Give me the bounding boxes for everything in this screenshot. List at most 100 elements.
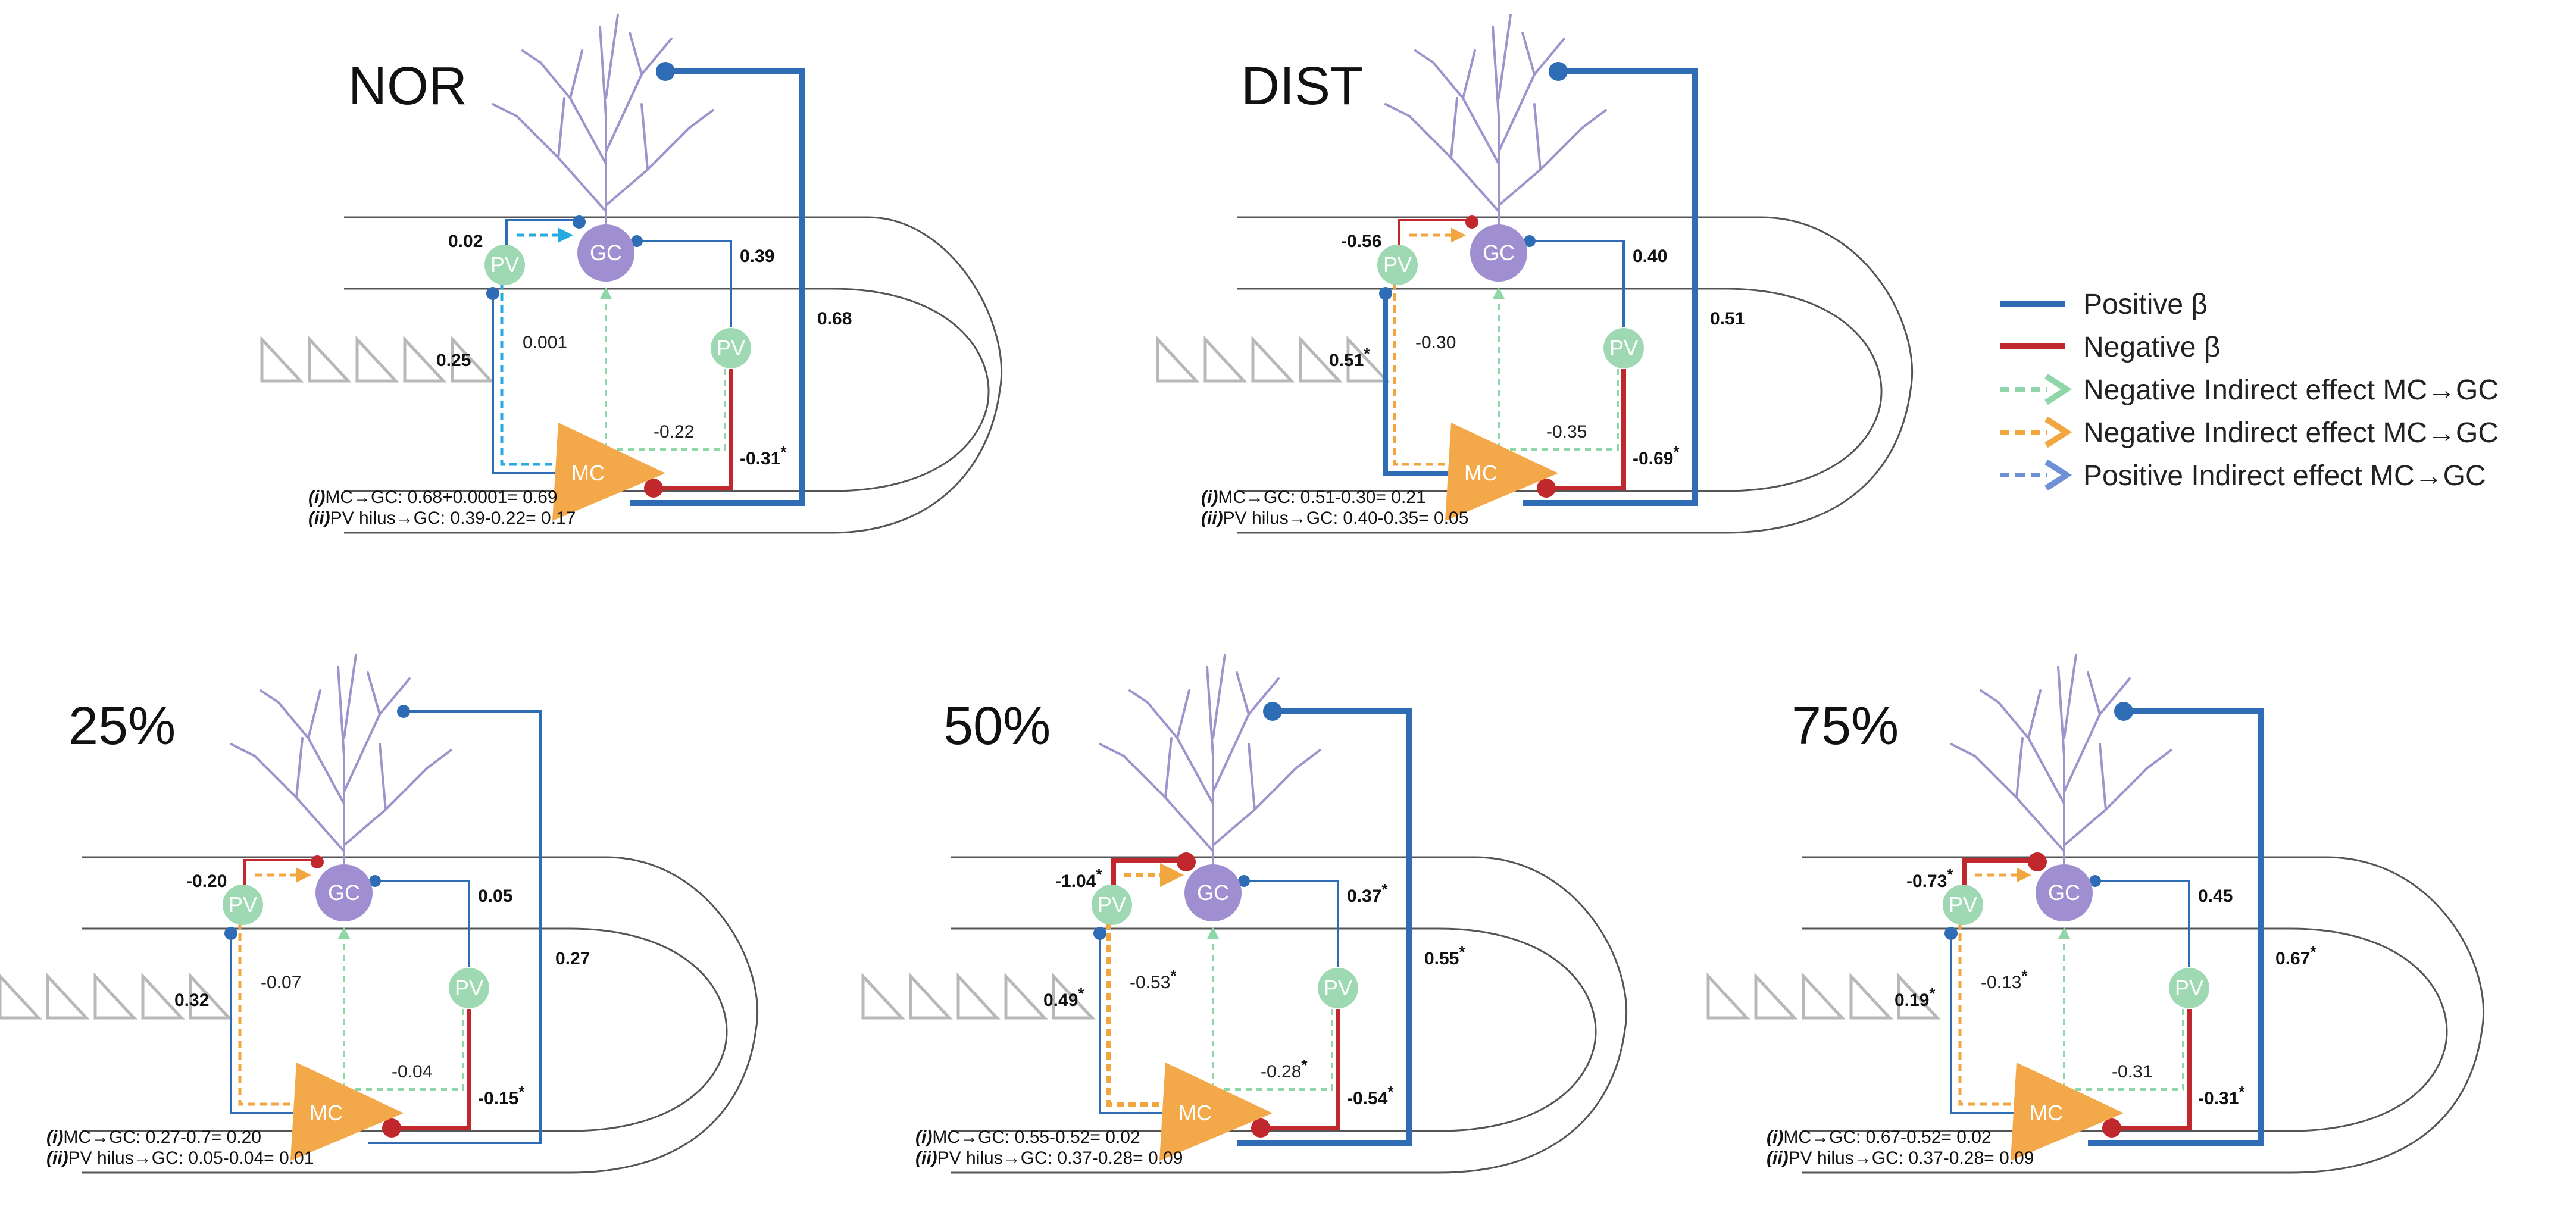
footnote-mc-gc: (i)MC→GC: 0.68+0.0001= 0.69: [308, 488, 558, 507]
dendrite-branch: [599, 26, 607, 230]
indirect-path-mc-pvhilus: [2064, 1009, 2184, 1091]
dendrite-branch: [307, 689, 321, 739]
path-mc-to-gc: [1523, 68, 1698, 506]
indirect-path-mc-pvhilus: [1213, 1009, 1333, 1091]
path-mc-pvhilus: [654, 369, 733, 490]
coef-mc-pvhilus-significance-star: *: [518, 1083, 525, 1101]
synapse-mc-pv: [1944, 927, 1958, 940]
coef-indirect-left-significance-star: *: [2021, 967, 2028, 985]
footnote-index-close: ): [930, 1148, 937, 1168]
legend-negative: Negative β: [2000, 332, 2220, 363]
dendrite-branch: [1295, 749, 1321, 769]
gc-node: [1184, 864, 1242, 921]
coef-indirect-left: -0.07: [261, 973, 301, 992]
footnote-index: (: [46, 1127, 54, 1147]
footnote-index-num: ii: [1772, 1148, 1783, 1168]
outer-granule-boundary: [1802, 856, 2485, 1174]
triangle-marker: [451, 335, 495, 383]
synapse-mc-gc: [656, 62, 675, 81]
pv-hilus-label: PV: [1609, 336, 1638, 360]
coef-mc-pv: 0.25: [436, 351, 471, 370]
mc-label: MC: [310, 1101, 343, 1125]
coef-indirect-left: -0.13*: [1981, 967, 2028, 992]
coef-mc-gc: 0.67*: [2275, 943, 2316, 968]
dendrite-branch: [605, 38, 673, 153]
triangle-marker: [403, 335, 447, 383]
coef-pv-gc-significance-star: *: [1096, 866, 1102, 883]
triangle-marker: [0, 974, 42, 1020]
synapse-mc-pvhilus: [2102, 1118, 2121, 1138]
dentate-layer-lines: [951, 856, 1628, 1174]
dendrite-branch: [2027, 689, 2042, 739]
path-gc-to-pvhilus: [374, 880, 470, 967]
gc-node: [577, 224, 634, 282]
footnote-index: (: [915, 1127, 923, 1147]
mc-node: [1159, 1063, 1273, 1161]
footnote-text: PV hilus→GC: 0.37-0.28= 0.09: [937, 1148, 1183, 1168]
coef-indirect-right: -0.28*: [1261, 1056, 1308, 1082]
footnote-text: PV hilus→GC: 0.37-0.28= 0.09: [1789, 1148, 2034, 1168]
dendrite-branch: [337, 666, 345, 870]
dendrite-branch: [1533, 103, 1542, 171]
panel-title: 25%: [68, 696, 176, 756]
mc-label: MC: [1178, 1101, 1212, 1125]
granule-cell-dendrites: [1384, 14, 1607, 230]
pv-label: PV: [1949, 892, 1977, 917]
footnote-index: (: [1201, 488, 1209, 507]
coef-pv-gc: -1.04*: [1055, 866, 1102, 891]
path-gc-to-pvhilus: [1243, 880, 1339, 967]
perforant-path-triangles: [0, 972, 233, 1020]
indirect-path-mc-pv: [1393, 283, 1469, 466]
synapse-mc-pvhilus: [1251, 1118, 1270, 1138]
synapse-gc-pvhilus: [1524, 235, 1536, 247]
path-mc-to-pv: [1950, 929, 2017, 1114]
coef-indirect-left: 0.001: [523, 333, 567, 352]
coef-indirect-right: -0.31: [2112, 1062, 2152, 1082]
footnote-index-close: ): [323, 508, 330, 528]
gc-label: GC: [1483, 240, 1515, 265]
legend-positive: Positive β: [2000, 289, 2208, 320]
panel-25pct: 25%-0.200.320.05-0.15*0.27-0.07-0.04MCPV…: [0, 654, 759, 1174]
triangle-marker: [1706, 972, 1750, 1020]
dendrite-branch: [230, 743, 256, 757]
triangle-marker: [1754, 972, 1798, 1020]
footnote-index-num: ii: [921, 1148, 931, 1168]
coef-mc-pvhilus-significance-star: *: [780, 443, 787, 461]
outer-granule-boundary: [1237, 216, 1914, 534]
synapse-mc-gc: [397, 705, 410, 718]
legend-positive-label: Positive β: [2083, 289, 2208, 320]
triangle-marker: [956, 972, 1001, 1020]
dendrite-branch: [1212, 677, 1280, 793]
legend-ind-neg-orange-label: Negative Indirect effect MC→GC: [2083, 417, 2499, 449]
path-gc-to-pvhilus: [2094, 880, 2190, 967]
coef-mc-pv-significance-star: *: [1929, 985, 1936, 1002]
dendrite-branch: [2063, 654, 2077, 739]
path-mc-to-pv: [1099, 929, 1165, 1114]
footnote-index-num: ii: [314, 508, 324, 528]
footnote-text: MC→GC: 0.51-0.30= 0.21: [1218, 488, 1425, 507]
coef-gc-pvhilus: 0.39: [740, 246, 774, 266]
coef-indirect-right: -0.04: [392, 1062, 432, 1082]
granule-cell-dendrites: [492, 14, 714, 230]
dendrite-branch: [1980, 689, 2000, 704]
footnote-text: PV hilus→GC: 0.40-0.35= 0.05: [1223, 508, 1469, 528]
mc-label: MC: [571, 461, 605, 485]
synapse-gc-pvhilus: [1238, 875, 1250, 887]
coef-pv-gc: -0.20: [186, 871, 227, 891]
coef-pv-gc: -0.56: [1341, 232, 1381, 251]
inner-granule-boundary: [1237, 288, 1883, 492]
dendrite-branch: [629, 32, 643, 76]
footnote-index-num: i: [314, 488, 320, 507]
coef-mc-pv: 0.19*: [1895, 985, 1936, 1010]
coef-indirect-left-significance-star: *: [1170, 967, 1177, 985]
dendrite-branch: [2087, 671, 2101, 716]
synapse-pv-gc: [2028, 852, 2047, 871]
path-pv-to-gc: [505, 219, 579, 253]
footnote-index: (: [1767, 1127, 1774, 1147]
coef-gc-pvhilus: 0.37*: [1347, 880, 1388, 906]
coef-mc-gc: 0.51: [1710, 309, 1745, 329]
outer-granule-boundary: [344, 216, 1003, 534]
dentate-layer-lines: [1237, 216, 1914, 534]
dendrite-branch: [260, 689, 280, 704]
indirect-path-mc-pvhilus: [606, 369, 726, 451]
